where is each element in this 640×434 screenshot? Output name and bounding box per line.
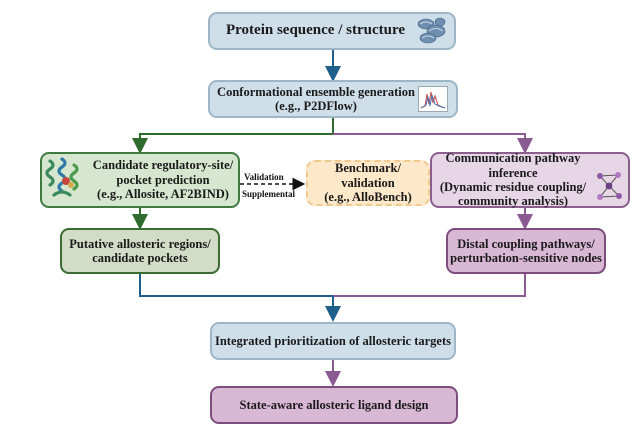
node-integrated-label: Integrated prioritization of allosteric …	[214, 333, 452, 348]
edge-label-supplemental: Supplemental	[242, 189, 296, 199]
ensemble-chart-icon	[418, 86, 448, 112]
connector-distal-merge	[333, 274, 526, 297]
node-benchmark-line2: (e.g., AlloBench)	[324, 190, 412, 205]
node-putative-line1: Putative allosteric regions/	[69, 236, 211, 251]
protein-ribbon-icon	[45, 157, 79, 197]
node-ligand-label: State-aware allosteric ligand design	[239, 397, 429, 412]
node-candidate-line3: (e.g., Allosite, AF2BIND)	[97, 187, 229, 202]
node-distal-line2: perturbation-sensitive nodes	[450, 251, 602, 265]
node-protein: Protein sequence / structure	[208, 12, 456, 50]
node-benchmark: Benchmark/ validation (e.g., AlloBench)	[306, 160, 430, 206]
node-putative-line2: candidate pockets	[92, 251, 188, 265]
arrow-to-candidate	[132, 133, 333, 154]
arrow-to-communication	[333, 133, 533, 154]
node-benchmark-line1: Benchmark/ validation	[335, 161, 401, 190]
node-putative: Putative allosteric regions/ candidate p…	[60, 228, 220, 274]
node-ligand: State-aware allosteric ligand design	[210, 386, 458, 424]
node-ensemble: Conformational ensemble generation (e.g.…	[208, 80, 458, 118]
node-protein-label: Protein sequence / structure	[226, 22, 405, 39]
node-ensemble-line1: Conformational ensemble generation	[217, 84, 415, 99]
edge-label-validation: Validation	[244, 172, 284, 182]
node-ensemble-line2: (e.g., P2DFlow)	[275, 99, 357, 113]
connector-putative-merge	[139, 274, 333, 297]
protein-structure-icon	[417, 17, 446, 44]
node-distal-line1: Distal coupling pathways/	[457, 236, 595, 251]
network-graph-icon	[597, 172, 622, 200]
node-candidate-line2: pocket prediction	[116, 172, 210, 187]
node-distal: Distal coupling pathways/ perturbation-s…	[446, 228, 606, 274]
node-communication-line3: community analysis)	[457, 194, 569, 209]
node-communication: Communication pathway inference (Dynamic…	[430, 151, 630, 209]
node-integrated: Integrated prioritization of allosteric …	[210, 322, 456, 360]
node-communication-line2: (Dynamic residue coupling/	[439, 180, 587, 194]
node-candidate-line1: Candidate regulatory-site/	[92, 158, 234, 173]
node-communication-line1: Communication pathway inference	[445, 151, 581, 180]
